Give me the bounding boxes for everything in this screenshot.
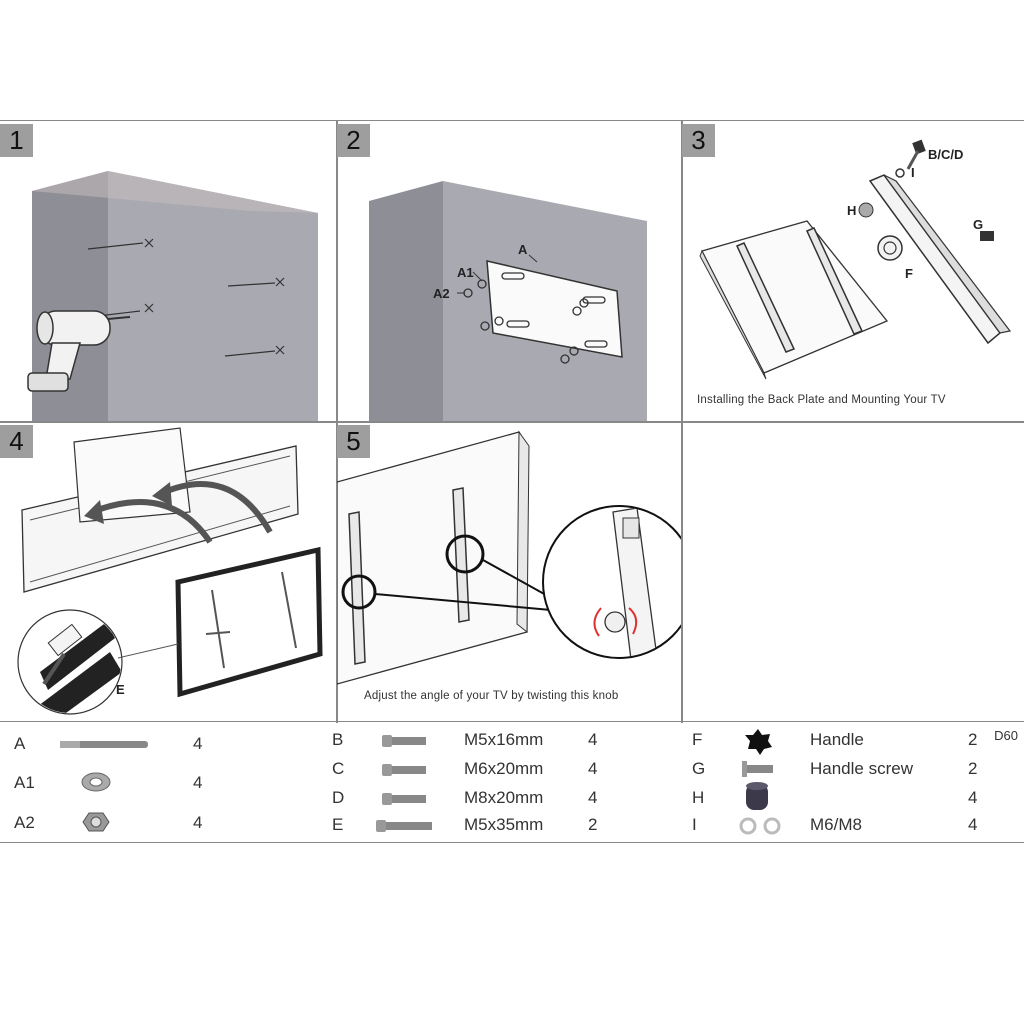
part-id: D: [332, 788, 345, 807]
part-id: A1: [14, 773, 35, 792]
part-id: A: [14, 734, 26, 753]
part-qty: 4: [968, 788, 978, 807]
label-i: I: [911, 165, 915, 180]
part-row: A1 4: [0, 769, 330, 797]
model-code: D60: [994, 728, 1018, 743]
step-2-panel: 2: [337, 121, 681, 421]
anchor-bolt-icon: [60, 741, 148, 748]
part-qty: 4: [193, 773, 203, 792]
washer-pair-icon: [739, 817, 781, 835]
part-qty: 2: [968, 730, 978, 749]
label-bcd: B/C/D: [928, 147, 963, 162]
part-id: E: [332, 815, 344, 834]
step-1-panel: 1: [0, 121, 336, 421]
part-size: M6x20mm: [464, 759, 544, 778]
label-a: A: [518, 242, 528, 257]
part-name: Handle screw: [810, 759, 913, 778]
tv-bracket-illustration: B/C/D I H G F: [699, 139, 1012, 380]
hang-tv-illustration: E: [17, 427, 323, 715]
step-number: 5: [337, 425, 370, 458]
part-row: B M5x16mm 4: [330, 726, 670, 754]
part-row: E M5x35mm 2: [330, 811, 670, 839]
parts-list: A 4 A1 4 A2 4 B M5x16mm: [0, 722, 1024, 843]
part-row: C M6x20mm 4: [330, 755, 670, 783]
part-row: H 4: [690, 782, 1020, 812]
part-qty: 4: [588, 730, 598, 749]
part-qty: 2: [968, 759, 978, 778]
step-number: 2: [337, 124, 370, 157]
label-a1: A1: [457, 265, 474, 280]
tilt-adjust-illustration: [337, 430, 681, 685]
screw-icon: [382, 793, 426, 805]
wall-plate-illustration: A A1 A2: [369, 181, 647, 421]
star-knob-icon: [745, 729, 772, 755]
hex-nut-icon: [82, 812, 110, 832]
part-row: A 4: [0, 730, 330, 758]
part-size: M8x20mm: [464, 788, 544, 807]
part-id: C: [332, 759, 345, 778]
part-row: D M8x20mm 4: [330, 784, 670, 812]
part-id: F: [692, 730, 703, 749]
washer-icon: [81, 772, 111, 792]
part-size: M5x16mm: [464, 730, 544, 749]
step-3-panel: 3 B/C/D I H G: [682, 121, 1024, 421]
part-id: A2: [14, 813, 35, 832]
instruction-sheet: 1: [0, 120, 1024, 845]
step-5-caption: Adjust the angle of your TV by twisting …: [364, 690, 619, 702]
part-qty: 4: [588, 759, 598, 778]
part-row: A2 4: [0, 809, 330, 837]
label-a2: A2: [433, 286, 450, 301]
part-row: G Handle screw 2: [690, 755, 1020, 783]
divider: [0, 421, 1024, 423]
label-h: H: [847, 203, 856, 218]
flat-screw-icon: [742, 761, 773, 777]
screw-icon: [382, 735, 426, 747]
steps-grid: 1: [0, 120, 1024, 723]
step-number: 3: [682, 124, 715, 157]
step-5-panel: 5: [337, 422, 681, 722]
drill-icon: [27, 310, 131, 392]
part-row: F Handle 2: [690, 726, 1020, 755]
step-4-panel: 4: [0, 422, 336, 722]
empty-panel: [682, 422, 1024, 722]
screw-icon: [376, 820, 432, 832]
part-id: B: [332, 730, 344, 749]
label-g: G: [973, 217, 983, 232]
drill-wall-illustration: [27, 171, 318, 421]
part-qty: 4: [588, 788, 598, 807]
step-number: 4: [0, 425, 33, 458]
label-f: F: [905, 266, 913, 281]
part-qty: 4: [193, 813, 203, 832]
part-name: Handle: [810, 730, 864, 749]
part-id: H: [692, 788, 705, 807]
part-id: G: [692, 759, 706, 778]
part-size: M5x35mm: [464, 815, 544, 834]
label-e: E: [116, 682, 125, 697]
part-qty: 2: [588, 815, 598, 834]
step-3-caption: Installing the Back Plate and Mounting Y…: [697, 394, 946, 406]
part-row: I M6/M8 4: [690, 811, 1020, 839]
spacer-icon: [746, 782, 768, 810]
part-id: I: [692, 815, 697, 834]
part-qty: 4: [193, 734, 203, 753]
part-qty: 4: [968, 815, 978, 834]
part-name: M6/M8: [810, 815, 862, 834]
step-number: 1: [0, 124, 33, 157]
screw-icon: [382, 764, 426, 776]
